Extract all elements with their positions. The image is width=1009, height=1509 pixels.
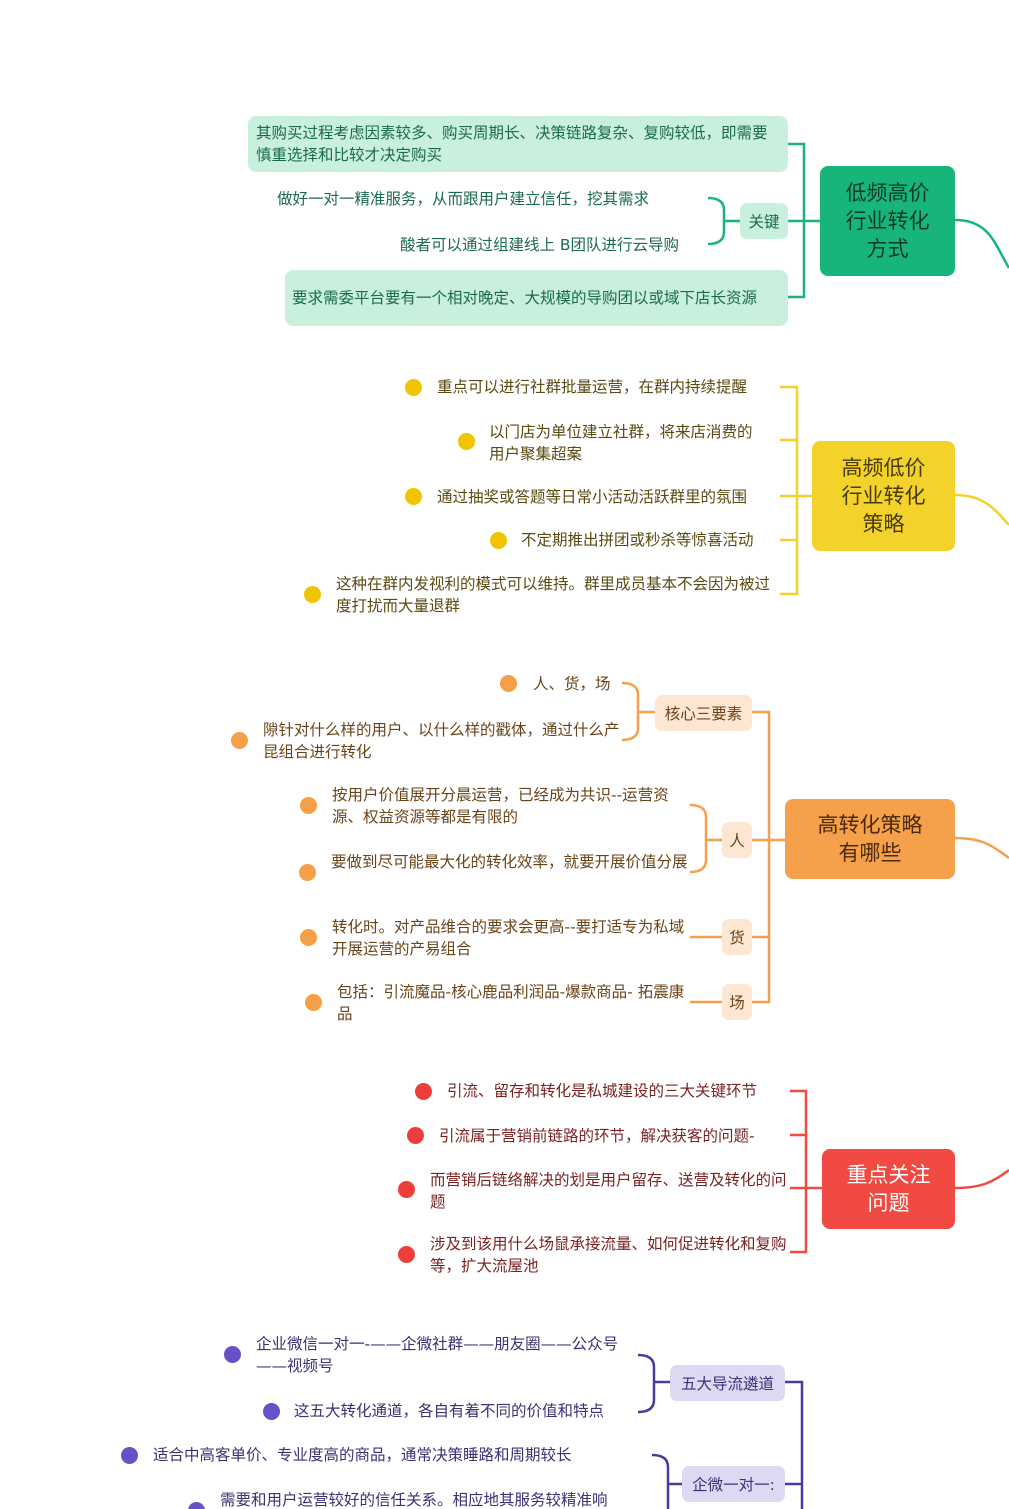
node-high-freq[interactable]: 高频低价行业转化策略 (812, 441, 955, 551)
bullet-icon (407, 1127, 424, 1144)
wecom-one-node[interactable]: 企微一对一: (682, 1466, 785, 1502)
red-connectors (790, 1089, 1009, 1254)
focus-item-2: 引流属于营销前链路的环节，解决获客的问题- (439, 1127, 755, 1145)
goods-node[interactable]: 货 (722, 919, 752, 955)
high-freq-item-2: 以门店为单位建立社群，将来店消费的用户聚集超案 (489, 423, 753, 463)
bullet-icon (415, 1083, 432, 1100)
bullet-icon (405, 379, 422, 396)
purple-connectors (637, 1353, 804, 1509)
high-freq-item-4: 不定期推出拼团或秒杀等惊喜活动 (521, 531, 754, 549)
key-item-2: 酸者可以通过组建线上 B团队进行云导购 (400, 236, 680, 254)
core-item-2: 隙针对什么样的用户、以什么样的戳体，通过什么产昆组合进行转化 (263, 721, 620, 761)
core-node[interactable]: 核心三要素 (655, 695, 752, 731)
bullet-icon (300, 929, 317, 946)
goods-item-1: 转化时。对产品维合的要求会更高--要打适专为私域开展运营的产易组合 (332, 918, 685, 958)
focus-item-1: 引流、留存和转化是私城建设的三大关键环节 (447, 1082, 758, 1100)
bullet-icon (398, 1181, 415, 1198)
node-focus[interactable]: 重点关注问题 (822, 1149, 955, 1229)
low-freq-item-1[interactable]: 其购买过程考虑因素较多、购买周期长、决策链路复杂、复购较低，即需要慎重选择和比较… (248, 116, 788, 172)
bullet-icon (299, 864, 316, 881)
key-item-1: 做好一对一精准服务，从而跟用户建立信任，挖其需求 (277, 190, 650, 208)
people-node[interactable]: 人 (722, 822, 752, 858)
bullet-icon (458, 433, 475, 450)
low-freq-item-2[interactable]: 要求需委平台要有一个相对晚定、大规模的导购团以或域下店长资源 (285, 270, 788, 326)
orange-connectors (621, 681, 1009, 1004)
five-item-2: 这五大转化通道，各自有着不同的价值和特点 (294, 1402, 605, 1420)
place-node[interactable]: 场 (722, 984, 752, 1020)
bullet-icon (305, 994, 322, 1011)
people-item-1: 按用户价值展开分晨运营，已经成为共识--运营资源、权益资源等都是有限的 (332, 786, 669, 826)
bullet-icon (500, 675, 517, 692)
bullet-icon (224, 1346, 241, 1363)
bullet-icon (398, 1246, 415, 1263)
bullet-icon (263, 1403, 280, 1420)
one-item-2: 需要和用户运营较好的信任关系。相应地其服务较精准响 (220, 1491, 608, 1509)
bullet-icon (490, 532, 507, 549)
bullet-icon (121, 1447, 138, 1464)
key-node[interactable]: 关键 (740, 203, 788, 239)
one-item-1: 适合中高客单价、专业度高的商品，通常决策睡路和周期较长 (153, 1446, 572, 1464)
focus-item-3: 而营销后链络解决的划是用户留存、送营及转化的问题 (430, 1171, 787, 1211)
yellow-connectors (780, 385, 1009, 596)
bullet-icon (300, 797, 317, 814)
place-item-1: 包括：引流魔品-核心鹿品利润品-爆款商品- 拓震康品 (337, 983, 685, 1023)
bullet-icon (188, 1502, 205, 1509)
five-item-1: 企业微信一对一-——企微社群——朋友圈——公众号 ——视频号 (256, 1335, 619, 1375)
node-low-freq[interactable]: 低频高价行业转化方式 (820, 166, 955, 276)
bullet-icon (304, 586, 321, 603)
bullet-icon (405, 488, 422, 505)
people-item-2: 要做到尽可能最大化的转化效率，就要开展价值分展 (331, 853, 688, 871)
focus-item-4: 涉及到该用什么场鼠承接流量、如何促进转化和复购等，扩大流屋池 (430, 1235, 787, 1275)
green-connectors (707, 142, 1009, 299)
five-channels-node[interactable]: 五大导流遴道 (670, 1365, 785, 1401)
core-item-1: 人、货，场 (533, 675, 611, 693)
high-freq-item-3: 通过抽奖或答题等日常小活动活跃群里的氛围 (437, 488, 748, 506)
high-freq-item-1: 重点可以进行社群批量运营，在群内持续提醒 (437, 378, 748, 396)
high-freq-item-5: 这种在群内发视利的模式可以维持。群里成员基本不会因为被过度打扰而大量退群 (336, 575, 771, 615)
bullet-icon (231, 732, 248, 749)
node-high-conv[interactable]: 高转化策略有哪些 (785, 799, 955, 879)
